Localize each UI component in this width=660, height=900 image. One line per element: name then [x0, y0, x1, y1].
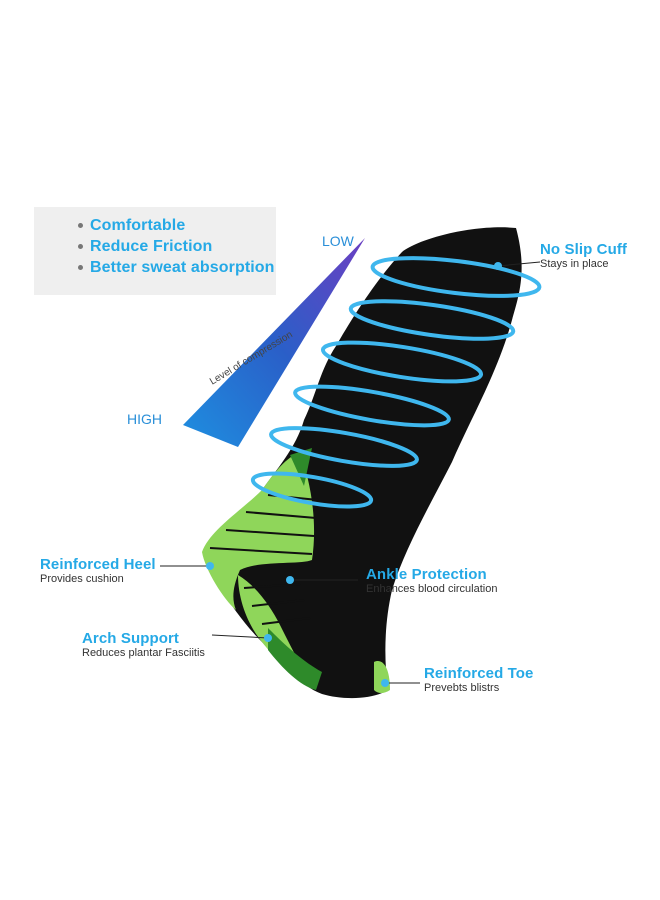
callout-title: No Slip Cuff: [540, 241, 628, 258]
callout-title: Arch Support: [82, 630, 180, 647]
callout-heel: Reinforced Heel Provides cushion: [40, 556, 156, 585]
callout-cuff: No Slip Cuff Stays in place: [540, 241, 627, 270]
compression-rings: [250, 256, 542, 509]
compression-wedge: [183, 238, 365, 447]
callout-subtitle: Provides cushion: [40, 573, 124, 585]
callout-title: Reinforced Heel: [40, 556, 156, 573]
toe-marker: [381, 679, 389, 687]
benefit-item: Comfortable: [78, 215, 276, 236]
compression-high-label: HIGH: [127, 411, 162, 427]
callout-subtitle: Enhances blood circulation: [366, 583, 498, 595]
benefits-panel: Comfortable Reduce Friction Better sweat…: [34, 207, 276, 295]
callout-title: Reinforced Toe: [424, 665, 534, 682]
callout-arch: Arch Support Reduces plantar Fasciitis: [82, 630, 205, 659]
heel-marker: [206, 562, 214, 570]
callout-subtitle: Prevebts blistrs: [424, 682, 500, 694]
callout-subtitle: Stays in place: [540, 258, 609, 270]
cuff-marker: [494, 262, 502, 270]
heel-stripe: [290, 448, 312, 486]
callout-ankle: Ankle Protection Enhances blood circulat…: [366, 566, 497, 595]
arch-marker: [264, 634, 272, 642]
arch-dark-panel: [268, 628, 322, 690]
compression-low-label: LOW: [322, 233, 354, 249]
benefit-item: Better sweat absorption: [78, 259, 275, 276]
benefit-item: Reduce Friction: [78, 236, 276, 257]
toe-panel: [374, 661, 390, 693]
callout-title: Ankle Protection: [366, 566, 487, 583]
benefits-list: Comfortable Reduce Friction Better sweat…: [34, 207, 276, 278]
callout-toe: Reinforced Toe Prevebts blistrs: [424, 665, 533, 694]
heel-panel: [202, 452, 315, 610]
ankle-marker: [286, 576, 294, 584]
callout-subtitle: Reduces plantar Fasciitis: [82, 647, 205, 659]
